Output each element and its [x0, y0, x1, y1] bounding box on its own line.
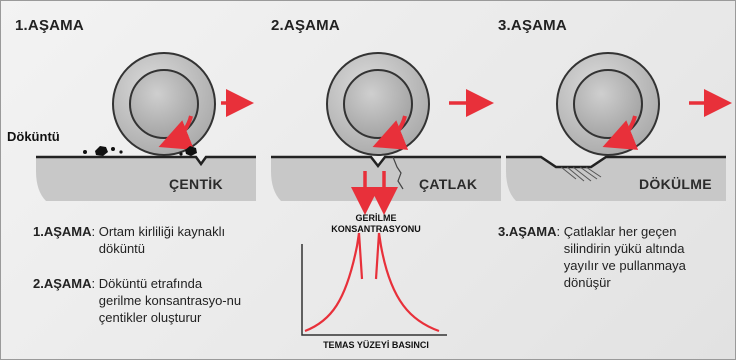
spalling-label: DÖKÜLME — [639, 176, 712, 192]
pressure-curve-left — [304, 232, 361, 333]
pressure-curve-dip — [357, 232, 381, 280]
stage-2-title: 2.AŞAMA — [271, 17, 340, 34]
roller-stage-2 — [326, 52, 430, 156]
stress-label-line-2: KONSANTRASYONU — [331, 224, 421, 234]
spall-hatch — [560, 166, 602, 182]
description-2-sep: : — [91, 276, 99, 291]
description-stage-3: 3.AŞAMA: Çatlaklar her geçen silindirin … — [498, 223, 730, 291]
description-1-sep: : — [91, 224, 99, 239]
roller-stage-1 — [112, 52, 216, 156]
stage-1-title: 1.AŞAMA — [15, 17, 84, 34]
description-3-key: 3.AŞAMA — [498, 224, 557, 239]
ground-stage-2 — [271, 155, 501, 201]
rotation-arrow-stage-1 — [158, 115, 195, 150]
debris-particles — [83, 146, 197, 156]
description-1-key: 1.AŞAMA — [33, 224, 92, 239]
crack-line — [392, 156, 404, 190]
description-3-text: Çatlaklar her geçen silindirin yükü altı… — [563, 224, 686, 290]
notch-label: ÇENTİK — [169, 176, 223, 192]
ground-stage-1 — [36, 155, 256, 201]
description-3-sep: : — [556, 224, 564, 239]
description-2-text: Döküntü etrafında gerilme konsantrasyo-n… — [98, 276, 242, 325]
description-stage-1: 1.AŞAMA: Ortam kirliliği kaynaklı dökünt… — [33, 223, 283, 257]
debris-label: Döküntü — [7, 129, 60, 144]
description-1-text: Ortam kirliliği kaynaklı döküntü — [98, 224, 226, 256]
pressure-curve-right — [377, 232, 440, 333]
crack-label: ÇATLAK — [419, 176, 478, 192]
description-stage-2: 2.AŞAMA: Döküntü etrafında gerilme konsa… — [33, 275, 283, 326]
rotation-arrow-stage-3 — [602, 115, 639, 150]
description-2-key: 2.AŞAMA — [33, 276, 92, 291]
contact-pressure-label: TEMAS YÜZEYİ BASINCI — [323, 340, 429, 350]
stress-label-line-1: GERİLME — [355, 213, 397, 223]
graph-axes — [301, 244, 447, 336]
roller-stage-3 — [556, 52, 660, 156]
rotation-arrow-stage-2 — [372, 115, 409, 150]
stress-concentration-label: GERİLME KONSANTRASYONU — [321, 213, 431, 235]
pressure-graph — [301, 232, 447, 336]
stage-3-title: 3.AŞAMA — [498, 17, 567, 34]
